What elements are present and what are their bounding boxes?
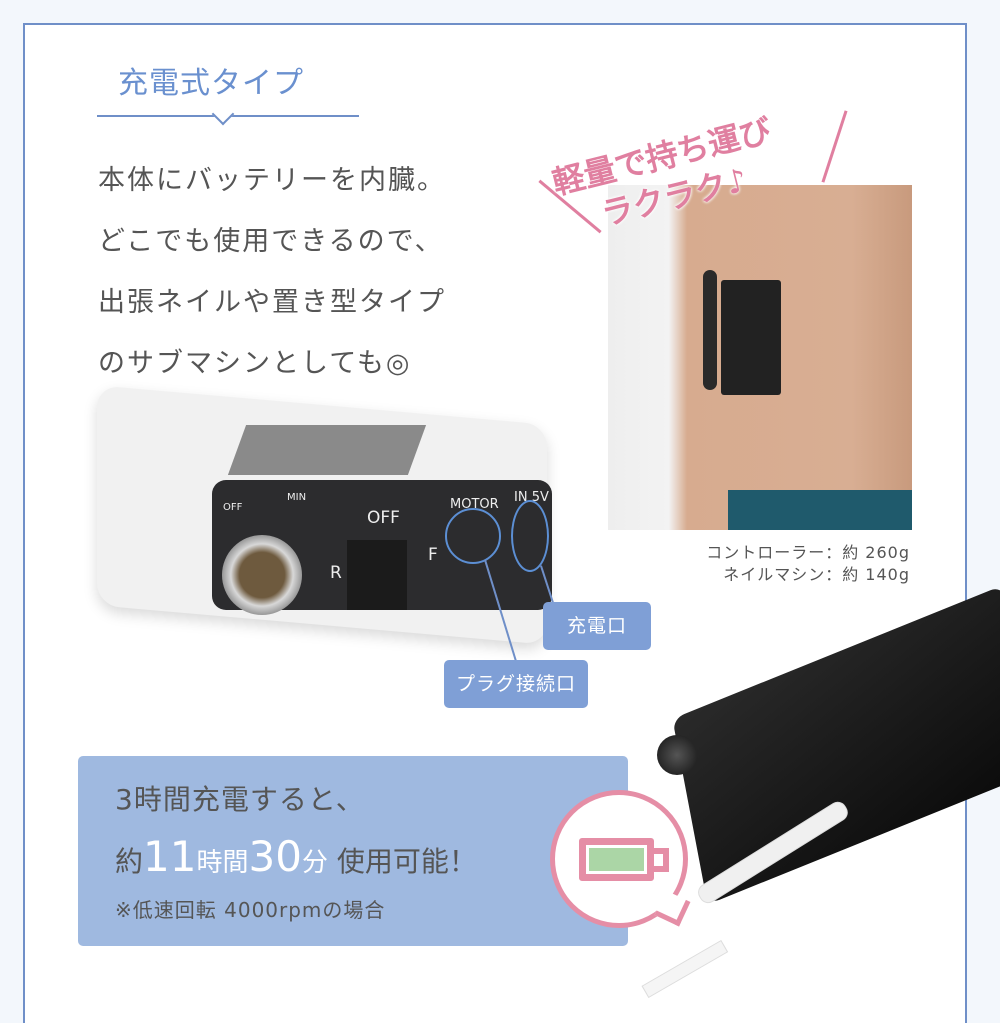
usage-hours: 11 bbox=[143, 832, 197, 881]
usage-minutes: 30 bbox=[248, 832, 302, 881]
charge-port-highlight bbox=[511, 500, 549, 572]
section-title: 充電式タイプ bbox=[118, 66, 304, 101]
description-line: のサブマシンとしても◎ bbox=[98, 348, 412, 379]
usage-hours-unit: 時間 bbox=[196, 848, 249, 878]
controller-weight: コントローラー：約 260g bbox=[706, 543, 910, 562]
speech-bubble bbox=[550, 790, 688, 928]
switch-r-label: R bbox=[330, 563, 342, 583]
description: 本体にバッテリーを内臓。 どこでも使用できるので、 出張ネイルや置き型タイプ の… bbox=[98, 150, 446, 394]
motor-label: MOTOR bbox=[450, 497, 499, 512]
dial-off-label: OFF bbox=[223, 502, 243, 513]
charge-time-text: 3時間充電すると、 bbox=[115, 783, 365, 816]
battery-terminal-icon bbox=[653, 848, 669, 872]
machine-weight: ネイルマシン：約 140g bbox=[723, 565, 910, 584]
switch-f-label: F bbox=[428, 545, 438, 565]
description-line: どこでも使用できるので、 bbox=[98, 226, 444, 257]
battery-level-icon bbox=[589, 848, 644, 871]
controller-body bbox=[672, 585, 1000, 905]
description-line: 出張ネイルや置き型タイプ bbox=[98, 287, 446, 318]
description-line: 本体にバッテリーを内臓。 bbox=[98, 165, 446, 196]
nail-pen-image bbox=[703, 270, 717, 390]
controller-image bbox=[721, 280, 781, 395]
usage-suffix: 使用可能！ bbox=[336, 845, 477, 878]
speed-dial-icon bbox=[222, 535, 302, 615]
controller-top-panel bbox=[227, 425, 427, 475]
battery-info-box: 3時間充電すると、 約11時間30分 使用可能！ ※低速回転 4000rpmの場… bbox=[78, 756, 628, 946]
battery-icon bbox=[579, 838, 654, 881]
weight-specs: コントローラー：約 260g ネイルマシン：約 140g bbox=[706, 542, 910, 586]
charge-port-tag: 充電口 bbox=[543, 602, 651, 650]
apron-photo bbox=[608, 185, 912, 530]
usage-prefix: 約 bbox=[115, 845, 144, 878]
usage-minutes-unit: 分 bbox=[301, 848, 328, 878]
direction-switch-icon bbox=[347, 540, 407, 610]
plug-port-tag: プラグ接続口 bbox=[444, 660, 588, 708]
black-controller-image bbox=[657, 585, 1000, 905]
usage-note: ※低速回転 4000rpmの場合 bbox=[115, 898, 386, 922]
speed-dial-icon bbox=[657, 735, 697, 775]
dial-min-label: MIN bbox=[287, 492, 307, 503]
usage-time-text: 約11時間30分 使用可能！ bbox=[115, 832, 477, 881]
white-controller-image: OFF MIN OFF R F MOTOR IN 5V bbox=[97, 385, 552, 645]
motor-port-highlight bbox=[445, 508, 501, 564]
pants-image bbox=[728, 490, 912, 530]
switch-off-label: OFF bbox=[367, 508, 400, 528]
